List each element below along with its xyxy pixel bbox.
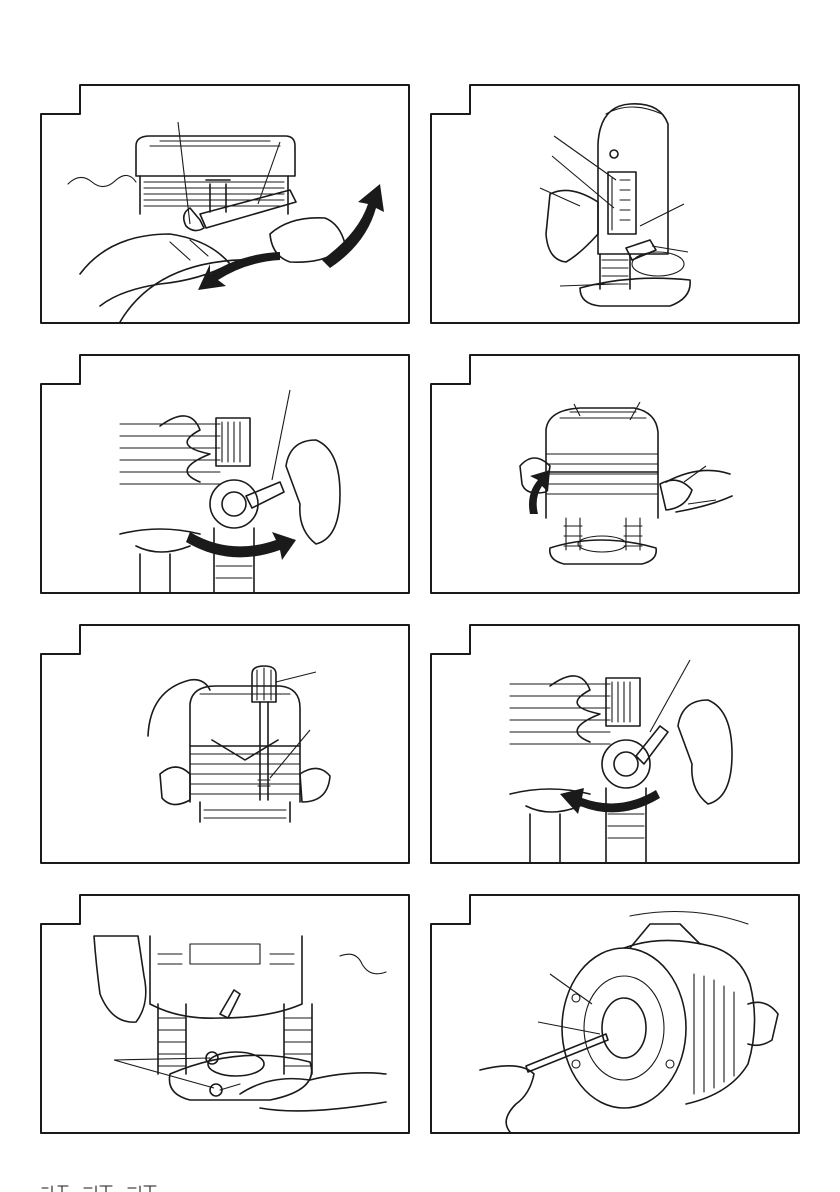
figure-6 [430,624,800,864]
figure-3 [40,354,410,594]
stopper-base-screws-icon [40,894,410,1134]
bit-wrench-change-icon [40,84,410,324]
figure-8 [430,894,800,1134]
router-switch-handles-icon [430,354,800,594]
router-depth-scale-icon [430,84,800,324]
figure-5 [40,624,410,864]
figure-1 [40,84,410,324]
figure-4 [430,354,800,594]
figure-7 [40,894,410,1134]
figure-2 [430,84,800,324]
motor-brush-cap-icon [430,894,800,1134]
lock-lever-release-icon [40,354,410,594]
depth-adjust-knob-icon [40,624,410,864]
footer-fragment [40,1184,170,1192]
lock-lever-tighten-icon [430,624,800,864]
